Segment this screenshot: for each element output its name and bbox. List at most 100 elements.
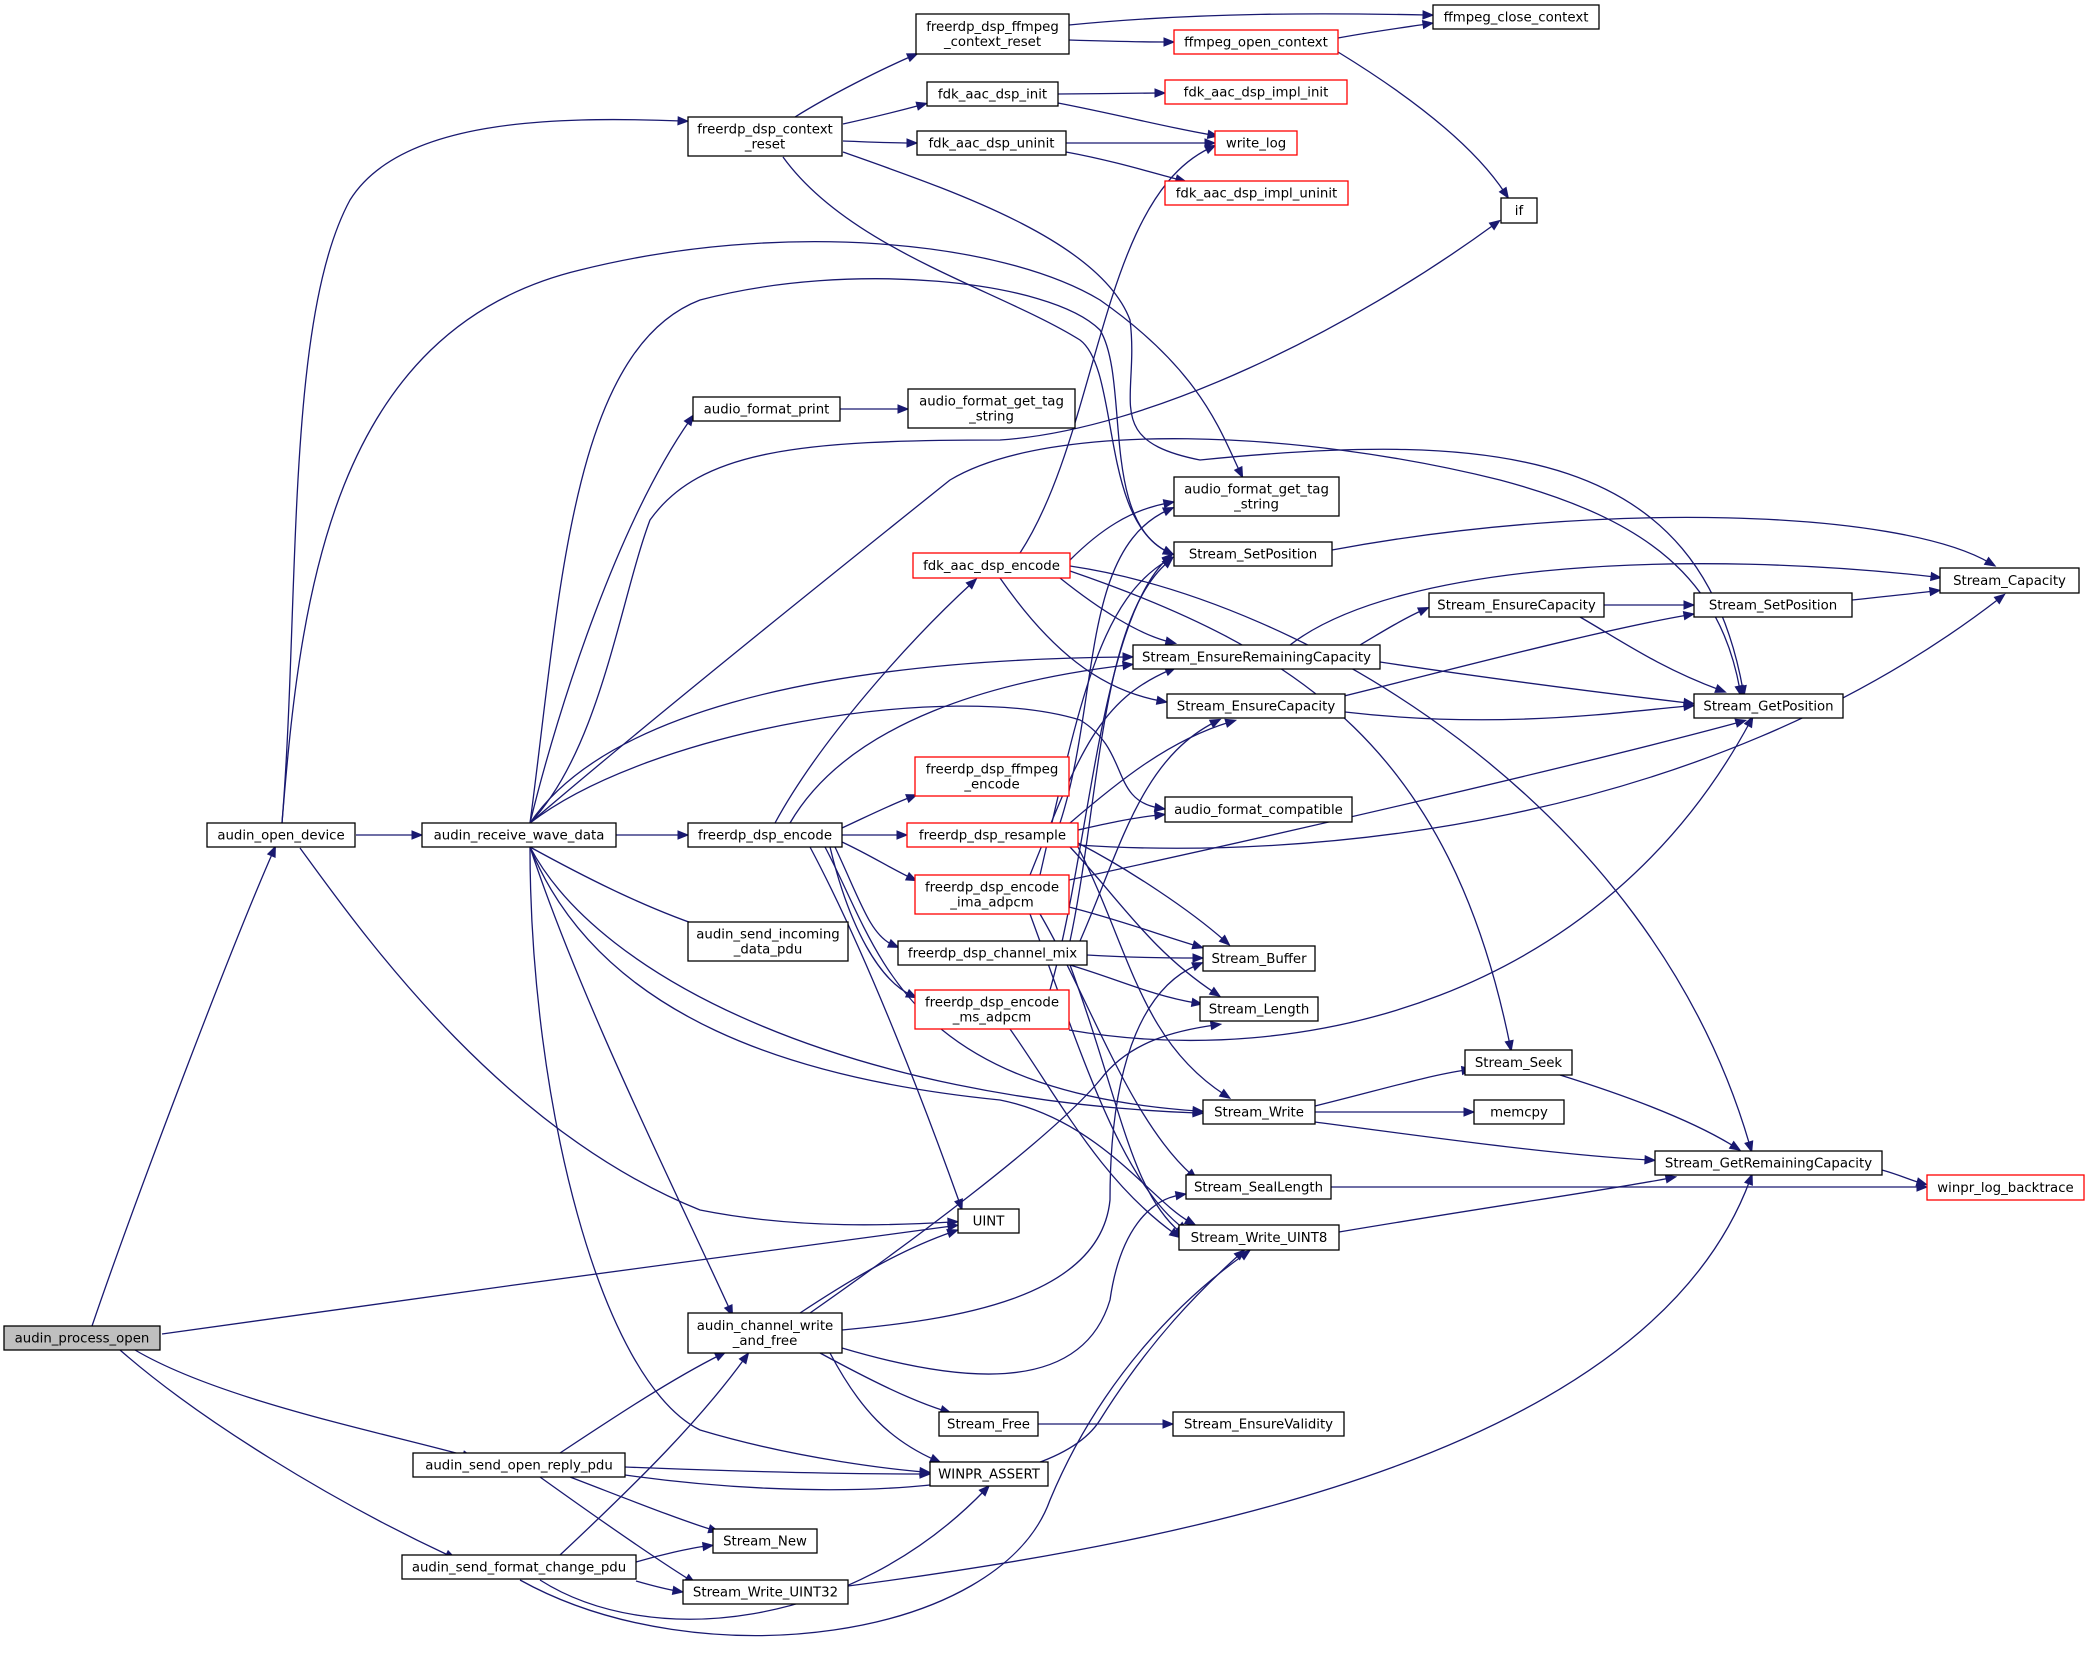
node-box [1654, 1150, 1883, 1176]
node-stream-ensurecapacity-a[interactable]: Stream_EnsureCapacity [1428, 592, 1605, 618]
node-label: Stream_EnsureValidity [1184, 1418, 1333, 1433]
node-box [1202, 945, 1316, 972]
node-uint[interactable]: UINT [957, 1208, 1020, 1234]
edge-audin_open_device-to-audio_format_get_tag_string_b [281, 241, 1244, 824]
node-freerdp-dsp-context-reset[interactable]: freerdp_dsp_context_reset [687, 116, 843, 157]
node-ffmpeg-open-context[interactable]: ffmpeg_open_context [1173, 29, 1339, 55]
edge-audin_process_open-to-audin_send_format_change_pdu [119, 1349, 457, 1560]
node-box [912, 552, 1071, 579]
node-label: audio_format_compatible [1174, 803, 1343, 818]
node-audin-channel-write-and-free[interactable]: audin_channel_write_and_free [687, 1312, 843, 1354]
node-stream-write-uint32[interactable]: Stream_Write_UINT32 [682, 1579, 849, 1605]
node-stream-seek[interactable]: Stream_Seek [1464, 1049, 1573, 1076]
node-stream-write[interactable]: Stream_Write [1202, 1099, 1316, 1125]
node-winpr-log-backtrace[interactable]: winpr_log_backtrace [1926, 1174, 2085, 1201]
node-stream-setposition-b[interactable]: Stream_SetPosition [1693, 592, 1853, 618]
edge-line [1314, 1069, 1467, 1107]
edge-arrowhead [677, 116, 690, 126]
node-box [915, 13, 1070, 55]
edge-arrowhead [1209, 1020, 1223, 1031]
node-stream-free[interactable]: Stream_Free [938, 1411, 1039, 1437]
node-audin-send-format-change-pdu[interactable]: audin_send_format_change_pdu [401, 1554, 637, 1580]
edge-arrowhead [1161, 545, 1175, 556]
node-audin-receive-wave-data[interactable]: audin_receive_wave_data [421, 822, 617, 848]
edge-arrowhead [1190, 997, 1204, 1007]
node-label: _data_pdu [733, 943, 803, 958]
node-label: fdk_aac_dsp_uninit [928, 137, 1054, 152]
node-freerdp-dsp-channel-mix[interactable]: freerdp_dsp_channel_mix [897, 940, 1088, 966]
edge-line [1344, 705, 1689, 721]
edge-arrowhead [1233, 465, 1244, 479]
node-audin-process-open[interactable]: audin_process_open [3, 1325, 161, 1351]
edge-line [1559, 1074, 1736, 1148]
node-freerdp-dsp-ffmpeg-encode[interactable]: freerdp_dsp_ffmpeg_encode [914, 756, 1070, 797]
edge-arrowhead [1191, 962, 1204, 972]
edge-ffmpeg_open_context-to-if [1337, 51, 1510, 200]
node-freerdp-dsp-encode-ms-adpcm[interactable]: freerdp_dsp_encode_ms_adpcm [914, 989, 1070, 1030]
node-stream-setposition-a[interactable]: Stream_SetPosition [1173, 541, 1333, 567]
edge-audin_receive_wave_data-to-audin_send_incoming_data_pdu [529, 846, 719, 934]
edge-arrowhead [1174, 1191, 1188, 1201]
node-memcpy[interactable]: memcpy [1473, 1099, 1565, 1125]
edge-Stream_Write_UINT8-to-Stream_GetRemainingCapacity [1338, 1174, 1678, 1233]
node-fdk-aac-dsp-impl-uninit[interactable]: fdk_aac_dsp_impl_uninit [1164, 180, 1349, 206]
node-stream-getremainingcapacity[interactable]: Stream_GetRemainingCapacity [1654, 1150, 1883, 1176]
node-stream-ensurecapacity-b[interactable]: Stream_EnsureCapacity [1166, 693, 1346, 719]
node-audio-format-print[interactable]: audio_format_print [692, 396, 841, 422]
edge-line [91, 851, 274, 1327]
edge-freerdp_dsp_channel_mix-to-Stream_EnsureCapacity_b [1079, 718, 1222, 942]
node-audin-send-open-reply-pdu[interactable]: audin_send_open_reply_pdu [412, 1452, 626, 1478]
edge-line [1069, 570, 1511, 1046]
edge-line [299, 847, 953, 1226]
edge-fdk_aac_dsp_encode-to-write_log [1019, 144, 1217, 554]
node-if[interactable]: if [1500, 197, 1538, 224]
node-ffmpeg-close-context[interactable]: ffmpeg_close_context [1432, 4, 1600, 30]
node-stream-getposition[interactable]: Stream_GetPosition [1693, 693, 1844, 719]
node-stream-ensurevalidity[interactable]: Stream_EnsureValidity [1172, 1411, 1345, 1437]
edge-line [1069, 964, 1197, 1004]
edge-line [529, 656, 1128, 824]
node-box [1173, 29, 1339, 55]
node-audio-format-compatible[interactable]: audio_format_compatible [1164, 796, 1353, 823]
node-stream-seallength[interactable]: Stream_SealLength [1185, 1174, 1332, 1200]
edge-line [1009, 1028, 1176, 1235]
node-fdk-aac-dsp-encode[interactable]: fdk_aac_dsp_encode [912, 552, 1071, 579]
node-fdk-aac-dsp-init[interactable]: fdk_aac_dsp_init [926, 81, 1059, 107]
edge-arrowhead [1743, 715, 1754, 729]
node-stream-length[interactable]: Stream_Length [1199, 996, 1319, 1022]
edge-fdk_aac_dsp_encode-to-Stream_Seek [1069, 570, 1514, 1053]
edge-line [281, 118, 683, 824]
node-stream-capacity[interactable]: Stream_Capacity [1939, 567, 2080, 594]
edge-Stream_Write-to-Stream_Seek [1314, 1065, 1474, 1107]
node-winpr-assert[interactable]: WINPR_ASSERT [929, 1461, 1049, 1487]
node-stream-ensureremainingcapacity[interactable]: Stream_EnsureRemainingCapacity [1132, 644, 1381, 670]
edge-arrowhead [1162, 499, 1176, 509]
node-fdk-aac-dsp-uninit[interactable]: fdk_aac_dsp_uninit [916, 130, 1067, 156]
node-freerdp-dsp-encode-ima-adpcm[interactable]: freerdp_dsp_encode_ima_adpcm [914, 874, 1070, 915]
edge-line [119, 1349, 451, 1557]
node-stream-buffer[interactable]: Stream_Buffer [1202, 945, 1316, 972]
edge-Stream_GetRemainingCapacity-to-winpr_log_backtrace [1881, 1169, 1929, 1187]
node-box [914, 874, 1070, 915]
edge-line [1049, 557, 1169, 991]
edge-line [842, 151, 1744, 691]
node-freerdp-dsp-resample[interactable]: freerdp_dsp_resample [906, 822, 1079, 848]
node-write-log[interactable]: write_log [1214, 130, 1298, 156]
node-label: freerdp_dsp_channel_mix [908, 947, 1077, 962]
node-stream-new[interactable]: Stream_New [712, 1528, 818, 1554]
node-fdk-aac-dsp-impl-init[interactable]: fdk_aac_dsp_impl_init [1164, 79, 1348, 105]
edge-Stream_Free-to-Stream_EnsureValidity [1038, 1419, 1175, 1429]
node-audin-open-device[interactable]: audin_open_device [206, 822, 356, 848]
node-freerdp-dsp-encode[interactable]: freerdp_dsp_encode [687, 822, 843, 848]
node-freerdp-dsp-ffmpeg-context-reset[interactable]: freerdp_dsp_ffmpeg_context_reset [915, 13, 1070, 55]
edge-line [559, 1357, 746, 1556]
edge-audin_receive_wave_data-to-audio_format_print [529, 414, 695, 824]
edge-line [1079, 721, 1216, 942]
edge-line [1029, 913, 1184, 1229]
node-box [1164, 180, 1349, 206]
node-audin-send-incoming-data-pdu[interactable]: audin_send_incoming_data_pdu [687, 921, 849, 962]
node-stream-write-uint8[interactable]: Stream_Write_UINT8 [1178, 1224, 1340, 1251]
node-audio-format-get-tag-string-b[interactable]: audio_format_get_tag_string [1173, 476, 1340, 517]
edge-line [1057, 102, 1213, 136]
node-audio-format-get-tag-string-a[interactable]: audio_format_get_tag_string [907, 388, 1076, 429]
